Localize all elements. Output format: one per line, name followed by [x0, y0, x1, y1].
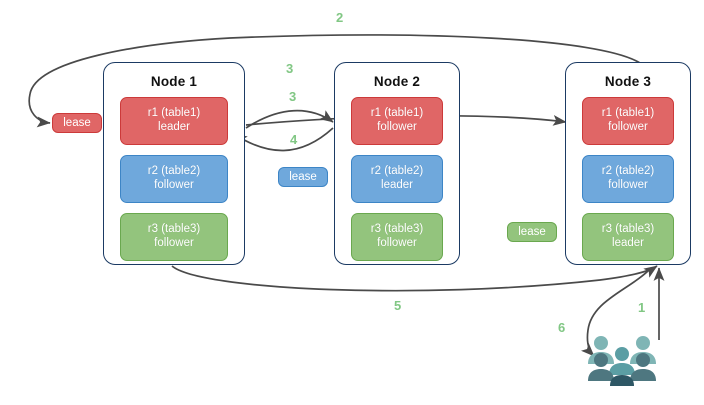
replica-name: r2 (table2) — [147, 165, 201, 178]
replica-node2-r1[interactable]: r1 (table1) follower — [351, 97, 443, 145]
node-box-2[interactable]: Node 2 r1 (table1) follower r2 (table2) … — [334, 62, 460, 265]
replica-role: leader — [612, 237, 644, 249]
replica-role: follower — [608, 179, 648, 191]
replica-name: r3 (table3) — [370, 223, 424, 236]
edge-step-4 — [233, 127, 334, 152]
replica-name: r2 (table2) — [370, 165, 424, 178]
step-label-1: 1 — [638, 300, 646, 315]
edge-step-5 — [171, 265, 658, 292]
edge-step-6 — [581, 267, 652, 357]
node-box-3[interactable]: Node 3 r1 (table1) follower r2 (table2) … — [565, 62, 691, 265]
step-label-5: 5 — [394, 298, 402, 313]
step-label-6: 6 — [558, 320, 566, 335]
edge-step-2 — [28, 34, 641, 128]
replica-node2-r2[interactable]: r2 (table2) leader — [351, 155, 443, 203]
node-box-1[interactable]: Node 1 r1 (table1) leader r2 (table2) fo… — [103, 62, 245, 265]
step-label-3a: 3 — [286, 61, 294, 76]
replica-role: follower — [608, 121, 648, 133]
replica-role: follower — [154, 179, 194, 191]
lease-badge-r3[interactable]: lease — [507, 222, 557, 242]
replica-role: follower — [377, 121, 417, 133]
replica-node1-r3[interactable]: r3 (table3) follower — [120, 213, 228, 261]
replica-name: r1 (table1) — [147, 107, 201, 120]
replica-node3-r2[interactable]: r2 (table2) follower — [582, 155, 674, 203]
replica-node3-r3[interactable]: r3 (table3) leader — [582, 213, 674, 261]
replica-name: r3 (table3) — [601, 223, 655, 236]
replica-name: r1 (table1) — [370, 107, 424, 120]
replica-name: r2 (table2) — [601, 165, 655, 178]
replica-role: follower — [154, 237, 194, 249]
step-label-4: 4 — [290, 132, 298, 147]
replica-node1-r1[interactable]: r1 (table1) leader — [120, 97, 228, 145]
lease-badge-r1[interactable]: lease — [52, 113, 102, 133]
lease-badge-r2[interactable]: lease — [278, 167, 328, 187]
replica-role: leader — [158, 121, 190, 133]
node-title-3: Node 3 — [604, 74, 652, 89]
replica-name: r1 (table1) — [601, 107, 655, 120]
step-label-2: 2 — [336, 10, 344, 25]
replica-node2-r3[interactable]: r3 (table3) follower — [351, 213, 443, 261]
node-title-1: Node 1 — [150, 74, 198, 89]
node-title-2: Node 2 — [373, 74, 421, 89]
replica-node1-r2[interactable]: r2 (table2) follower — [120, 155, 228, 203]
edge-step-3-to-node2 — [245, 109, 334, 129]
replica-node3-r1[interactable]: r1 (table1) follower — [582, 97, 674, 145]
people-group-icon — [588, 336, 656, 386]
replica-name: r3 (table3) — [147, 223, 201, 236]
step-label-3b: 3 — [289, 89, 297, 104]
replica-role: follower — [377, 237, 417, 249]
replica-role: leader — [381, 179, 413, 191]
